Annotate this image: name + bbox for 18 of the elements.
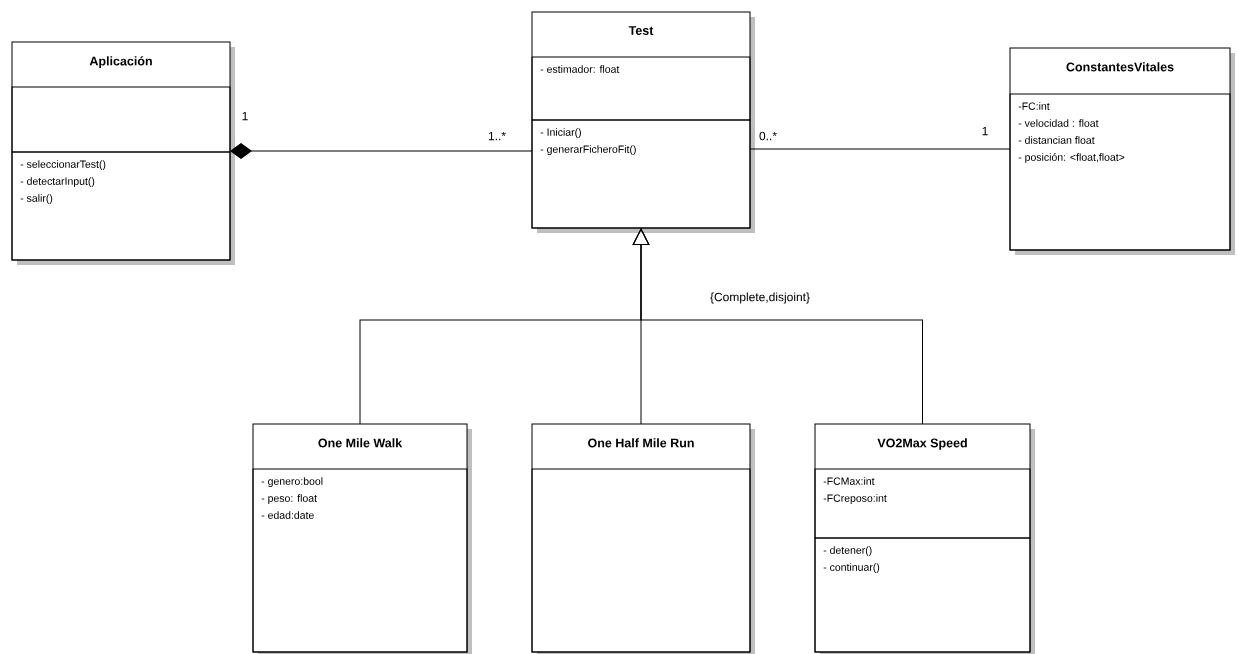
- compartment: [531, 468, 751, 653]
- compartment: - detener() - continuar(): [814, 537, 1031, 653]
- multiplicity-label: 1: [242, 111, 248, 121]
- constraint-label: {Complete,disjoint}: [710, 292, 810, 304]
- generalization-arrow: [632, 228, 923, 425]
- compartment: -FC:int - velocidad : float - distancian float - posición: <float,float>: [1009, 93, 1231, 251]
- compartment: - estimador: float: [531, 56, 751, 121]
- compartment: - genero:bool - peso: float - edad:date: [252, 468, 468, 653]
- compartment: - seleccionarTest() - detectarInput() - salir(): [11, 151, 231, 261]
- compartment: -FCMax:int -FCreposo:int: [814, 468, 1031, 539]
- multiplicity-label: 1: [982, 126, 988, 136]
- compartment: [11, 86, 231, 153]
- multiplicity-label: 1..*: [488, 131, 506, 141]
- multiplicity-label: 0..*: [759, 131, 777, 141]
- compartment: - Iniciar() - generarFicheroFit(): [531, 119, 751, 229]
- class-box: One Half Mile Run: [531, 423, 755, 654]
- association-line: [749, 148, 1011, 150]
- composition-line: [230, 143, 533, 159]
